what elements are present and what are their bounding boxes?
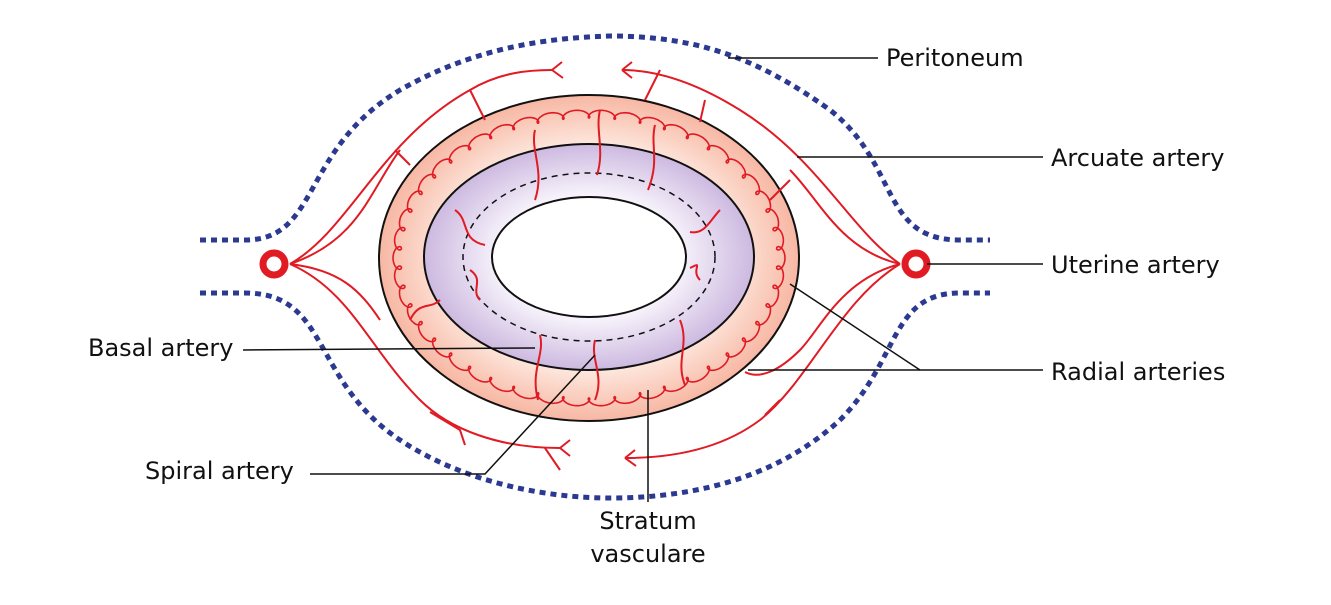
uterine-artery-left bbox=[259, 249, 289, 279]
uterine-artery-right bbox=[901, 249, 931, 279]
peritoneum-outline bbox=[200, 33, 990, 501]
leader-lines bbox=[242, 57, 1043, 502]
label-uterine-artery: Uterine artery bbox=[1051, 251, 1220, 279]
label-basal-artery: Basal artery bbox=[88, 334, 234, 362]
label-peritoneum: Peritoneum bbox=[886, 44, 1024, 72]
arteries bbox=[289, 61, 901, 471]
label-radial-arteries: Radial arteries bbox=[1051, 358, 1225, 386]
label-arcuate-artery: Arcuate artery bbox=[1051, 144, 1225, 172]
uterine-cavity bbox=[491, 196, 687, 318]
label-spiral-artery: Spiral artery bbox=[145, 457, 294, 485]
label-stratum-vasculare-line2: vasculare bbox=[590, 540, 705, 568]
label-stratum-vasculare-line1: Stratum bbox=[599, 507, 696, 535]
stratum-vasculare-coil bbox=[392, 109, 786, 407]
endometrium-dashed-boundary bbox=[462, 172, 716, 342]
